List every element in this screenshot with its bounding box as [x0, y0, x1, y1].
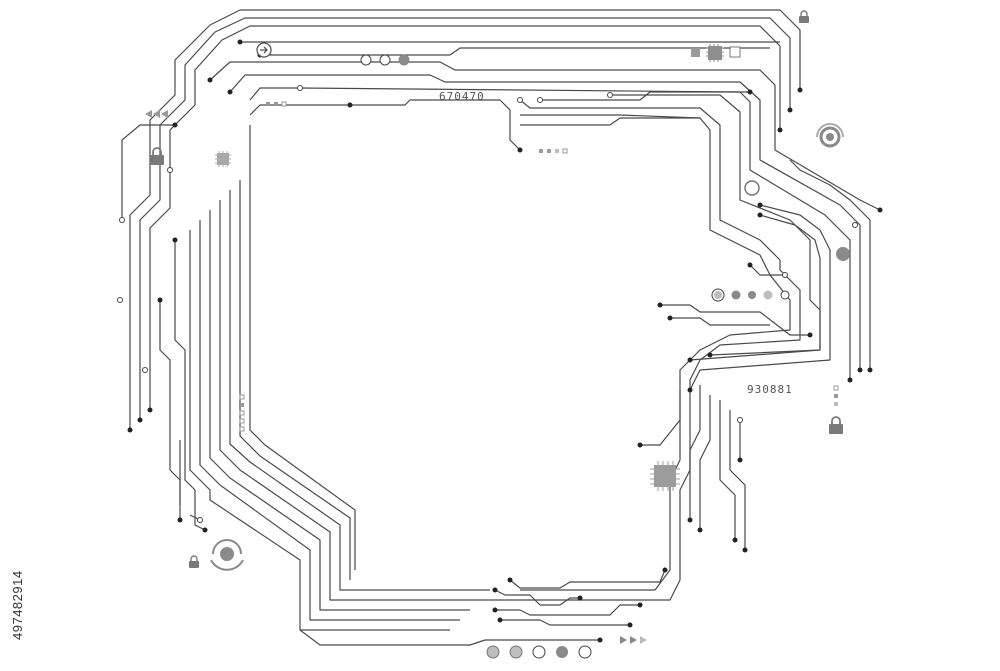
trace-nodes [117, 39, 883, 643]
left-trace-bundle [121, 124, 490, 631]
arrow-right-circle-icon [256, 42, 272, 58]
top-trace-bundle [129, 9, 881, 430]
lock-icon [799, 10, 809, 23]
target-ring-icon [210, 539, 244, 571]
right-circle-row [711, 288, 790, 302]
stock-id-label: 497482914 [10, 570, 25, 640]
code-label-right: 930881 [747, 383, 793, 396]
inner-frame-traces [249, 91, 821, 601]
top-circle-row [360, 54, 410, 66]
lock-icon [829, 416, 843, 434]
lock-icon [150, 147, 164, 165]
triple-arrow-right-icon [620, 636, 647, 644]
code-label-top: 670470 [439, 90, 485, 103]
triple-arrow-left-icon [145, 110, 168, 118]
bottom-trace-bundle [299, 569, 666, 646]
target-ring-icon [816, 123, 844, 148]
square-marks [239, 46, 839, 432]
bottom-circle-row [486, 645, 592, 659]
chip-icon [706, 44, 724, 62]
chip-icon [650, 461, 680, 491]
lock-icon [189, 555, 199, 568]
ring-marker [744, 180, 850, 261]
right-trace-bundle [640, 159, 871, 550]
chip-icon [215, 151, 231, 167]
